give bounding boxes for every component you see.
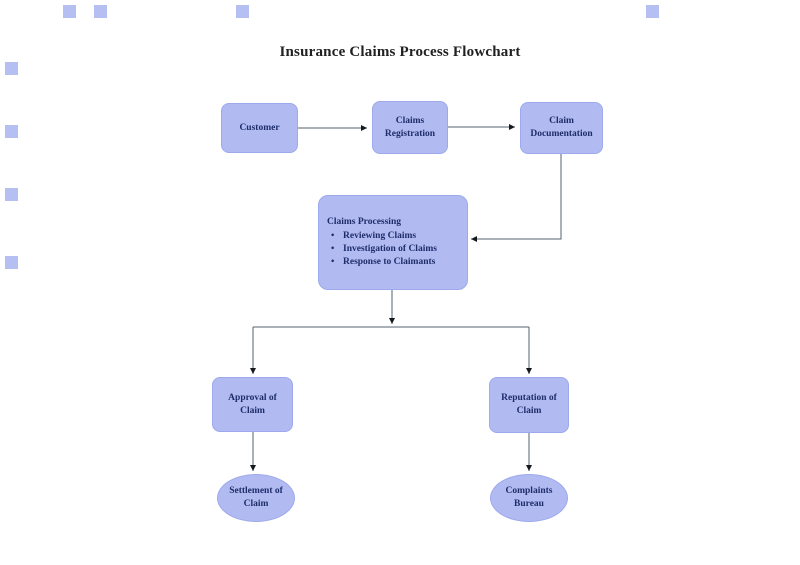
node-approval-of-claim-label: Approval of Claim [228,392,277,416]
edge-marker [94,5,107,18]
node-customer-label: Customer [239,122,280,133]
bullet-icon: • [331,256,335,267]
claims-processing-item-label: Investigation of Claims [343,244,437,254]
bullet-icon: • [331,244,335,254]
node-approval-of-claim: Approval of Claim [212,377,293,432]
node-claim-documentation: Claim Documentation [520,102,603,154]
node-claims-registration-label: Claims Registration [384,115,436,139]
bullet-icon: • [331,231,335,242]
node-settlement-of-claim: Settlement of Claim [217,474,295,522]
claims-processing-item: • Response to Claimants [327,256,461,269]
node-complaints-bureau: Complaints Bureau [490,474,568,522]
node-reputation-of-claim: Reputation of Claim [489,377,569,433]
node-claim-documentation-label: Claim Documentation [530,116,593,139]
claims-processing-item-label: Reviewing Claims [343,231,417,242]
claims-processing-content: Claims Processing • Reviewing Claims • I… [327,216,461,268]
claims-processing-item: • Investigation of Claims [327,243,461,256]
edge-marker [236,5,249,18]
claims-processing-item: • Reviewing Claims [327,230,461,243]
flowchart-title: Insurance Claims Process Flowchart [279,44,521,60]
node-claims-registration: Claims Registration [372,101,448,154]
edge-marker [63,5,76,18]
node-complaints-bureau-label: Complaints Bureau [505,486,553,509]
claims-processing-item-label: Response to Claimants [343,256,436,267]
node-settlement-of-claim-label: Settlement of Claim [229,486,283,509]
edge-marker [5,62,18,75]
edge-marker [5,125,18,138]
node-reputation-of-claim-label: Reputation of Claim [501,393,557,416]
edge-marker [5,188,18,201]
connector-documentation-to-processing [471,154,562,242]
claims-processing-heading: Claims Processing [327,217,401,228]
edge-marker [5,256,18,269]
edge-marker [646,5,659,18]
node-claims-processing: Claims Processing • Reviewing Claims • I… [318,195,468,290]
node-customer: Customer [221,103,298,153]
